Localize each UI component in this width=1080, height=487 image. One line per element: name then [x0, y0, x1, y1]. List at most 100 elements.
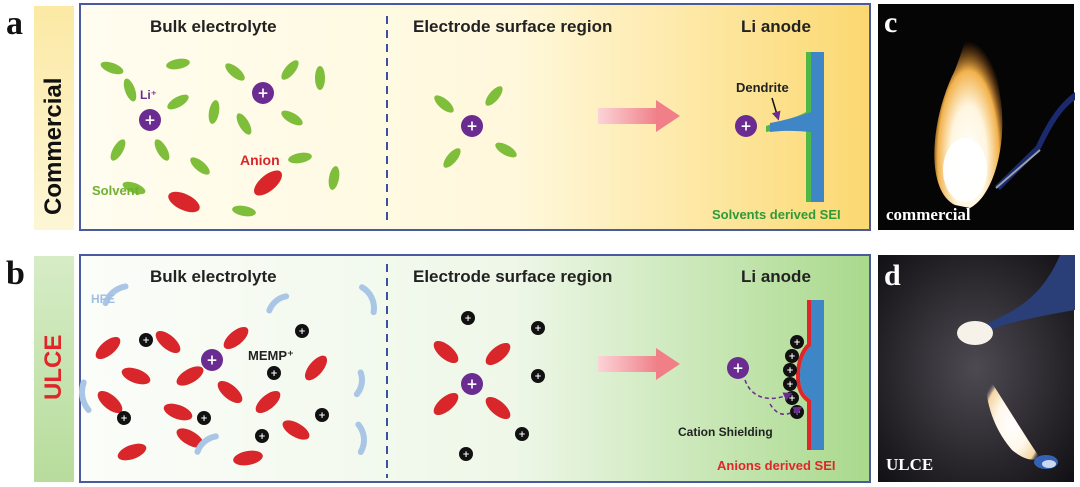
svg-text:+: + — [270, 369, 277, 379]
svg-text:+: + — [788, 352, 795, 362]
panel-a-molecules: ++++ — [100, 58, 757, 217]
panel-a: a Commercial Bulk electrolyte Electrode … — [6, 3, 871, 231]
panel-letter-b: b — [6, 255, 25, 292]
tweezers-icon — [986, 255, 1075, 330]
svg-text:+: + — [200, 414, 207, 424]
svg-text:+: + — [786, 366, 793, 376]
solvent-molecule — [232, 205, 256, 217]
anion — [176, 366, 204, 386]
svg-text:+: + — [318, 411, 325, 421]
li-ion: + — [727, 357, 749, 379]
anion — [217, 380, 243, 404]
svg-text:+: + — [142, 336, 149, 346]
shielding-cation: + — [785, 349, 799, 363]
memp-cation: + — [461, 311, 475, 325]
solvent-molecule — [281, 60, 299, 80]
memp-cation: + — [197, 411, 211, 425]
solvent-molecule — [281, 110, 303, 126]
hfe-molecule — [266, 293, 290, 314]
svg-text:+: + — [258, 432, 265, 442]
memp-cation: + — [315, 408, 329, 422]
side-band-ulce — [34, 256, 74, 482]
solvent-molecule — [443, 148, 461, 168]
panel-letter-c: c — [884, 6, 897, 39]
li-ion: + — [139, 109, 161, 131]
anion — [255, 390, 281, 414]
solvent-molecule — [328, 166, 340, 190]
memp-cation: + — [267, 366, 281, 380]
solvent-molecule — [122, 181, 146, 195]
dendrite — [770, 112, 811, 132]
cation-shielding-label: Cation Shielding — [678, 425, 773, 439]
svg-text:+: + — [534, 372, 541, 382]
side-label-ulce: ULCE — [40, 335, 67, 400]
hfe-molecule — [359, 284, 377, 316]
memp-cation: + — [459, 447, 473, 461]
solvent-molecule — [167, 94, 189, 110]
svg-text:+: + — [793, 408, 800, 418]
sei-label-ulce: Anions derived SEI — [717, 458, 835, 473]
svg-text:+: + — [298, 327, 305, 337]
hfe-molecule — [194, 433, 219, 455]
shielding-cation: + — [783, 363, 797, 377]
anion — [121, 367, 151, 385]
anion — [485, 396, 511, 420]
anion — [223, 326, 249, 350]
svg-text:+: + — [786, 380, 793, 390]
shielding-cation: + — [783, 377, 797, 391]
svg-text:+: + — [144, 113, 156, 129]
anion — [304, 355, 328, 381]
solvent-molecule — [123, 78, 137, 102]
solvent-molecule — [485, 86, 503, 106]
svg-text:+: + — [466, 377, 478, 393]
memp-cation: + — [531, 369, 545, 383]
anion — [433, 340, 459, 364]
photo-c: commercial c — [878, 4, 1075, 230]
arrow-right-icon — [598, 348, 680, 380]
caption-commercial: commercial — [886, 205, 971, 224]
dendrite-label: Dendrite — [736, 80, 789, 95]
hfe-molecule — [355, 421, 367, 455]
side-band-commercial — [34, 6, 74, 230]
solvent-molecule — [288, 152, 312, 164]
solvent-molecule — [208, 100, 220, 124]
solvent-molecule — [154, 139, 170, 161]
sei-label-commercial: Solvents derived SEI — [712, 207, 841, 222]
shielding-cation: + — [790, 335, 804, 349]
li-ion: + — [201, 349, 223, 371]
svg-text:+: + — [206, 353, 218, 369]
solvent-molecule — [110, 139, 126, 161]
li-anode-ulce — [800, 300, 824, 450]
anion — [155, 330, 181, 354]
svg-text:+: + — [534, 324, 541, 334]
arrow-right-icon — [598, 100, 680, 132]
anion — [233, 450, 263, 466]
li-ion: + — [461, 373, 483, 395]
panel-a-surface-title: Electrode surface region — [413, 17, 612, 36]
hfe-molecule — [353, 369, 365, 398]
solvent-label: Solvent — [92, 183, 140, 198]
memp-cation: + — [515, 427, 529, 441]
solvent-molecule — [190, 157, 210, 175]
memp-cation: + — [117, 411, 131, 425]
solvent-molecule — [100, 61, 124, 75]
anion — [176, 428, 204, 448]
memp-label: MEMP⁺ — [248, 348, 294, 363]
anion — [433, 392, 459, 416]
svg-text:+: + — [120, 414, 127, 424]
solvent-molecule — [225, 63, 245, 81]
anion — [485, 342, 511, 366]
anion — [95, 336, 121, 360]
anion-label: Anion — [240, 152, 280, 168]
panel-a-anode-title: Li anode — [741, 17, 811, 36]
panel-a-bulk-title: Bulk electrolyte — [150, 17, 277, 36]
panel-b-anode-title: Li anode — [741, 267, 811, 286]
anion — [97, 390, 123, 414]
memp-cation: + — [295, 324, 309, 338]
anion — [282, 420, 310, 440]
shielding-cation: + — [785, 391, 799, 405]
solvent-molecule — [495, 142, 517, 158]
svg-text:+: + — [740, 119, 752, 135]
li-ion-label: Li⁺ — [140, 88, 157, 102]
panel-b-bulk-title: Bulk electrolyte — [150, 267, 277, 286]
